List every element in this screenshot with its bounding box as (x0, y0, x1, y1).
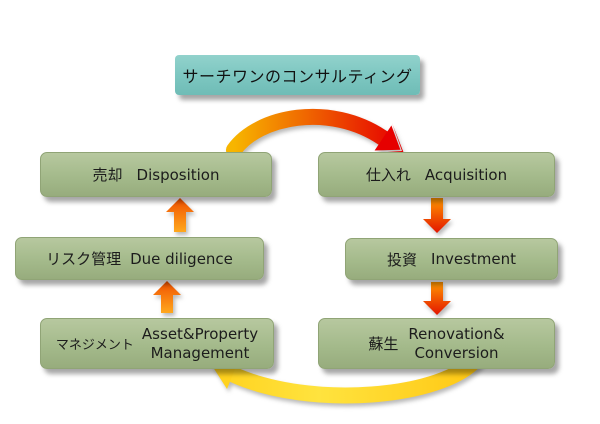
node-renovation-en-label: Renovation& Conversion (408, 325, 504, 363)
node-management-en-line1: Asset&Property (141, 324, 259, 343)
node-management-en-line2: Management (150, 343, 250, 362)
node-renovation-jp-label: 蘇生 (368, 335, 399, 353)
node-due-diligence-en-label: Due diligence (130, 249, 233, 268)
node-disposition-en-label: Disposition (136, 165, 220, 184)
title-box: サーチワンのコンサルティング (175, 55, 420, 95)
node-management: マネジメント Asset&Property Management (40, 318, 274, 369)
node-renovation-en-line2: Conversion (414, 343, 499, 362)
node-disposition-jp-label: 売却 (92, 166, 123, 184)
node-due-diligence-jp-label: リスク管理 (46, 250, 122, 268)
arrow-duediligence-to-disposition-icon (166, 198, 194, 232)
arrow-investment-to-renovation-icon (423, 282, 451, 315)
node-management-jp-label: マネジメント (55, 338, 134, 353)
node-investment-en-label: Investment (431, 250, 516, 268)
node-management-en-label: Asset&Property Management (142, 325, 258, 363)
node-renovation: 蘇生 Renovation& Conversion (318, 318, 555, 369)
node-acquisition: 仕入れ Acquisition (318, 152, 555, 197)
arrow-management-to-duediligence-icon (153, 281, 181, 313)
node-acquisition-en-label: Acquisition (424, 165, 508, 184)
node-disposition: 売却 Disposition (40, 152, 272, 197)
node-investment: 投資 Investment (345, 238, 558, 280)
node-renovation-en-line1: Renovation& (408, 324, 505, 343)
node-acquisition-jp-label: 仕入れ (365, 166, 411, 184)
node-due-diligence: リスク管理 Due diligence (15, 237, 264, 280)
title-label: サーチワンのコンサルティング (182, 67, 413, 86)
cycle-arrow-top-icon (226, 108, 405, 158)
node-investment-jp-label: 投資 (387, 250, 418, 269)
arrow-acquisition-to-investment-icon (423, 198, 451, 233)
